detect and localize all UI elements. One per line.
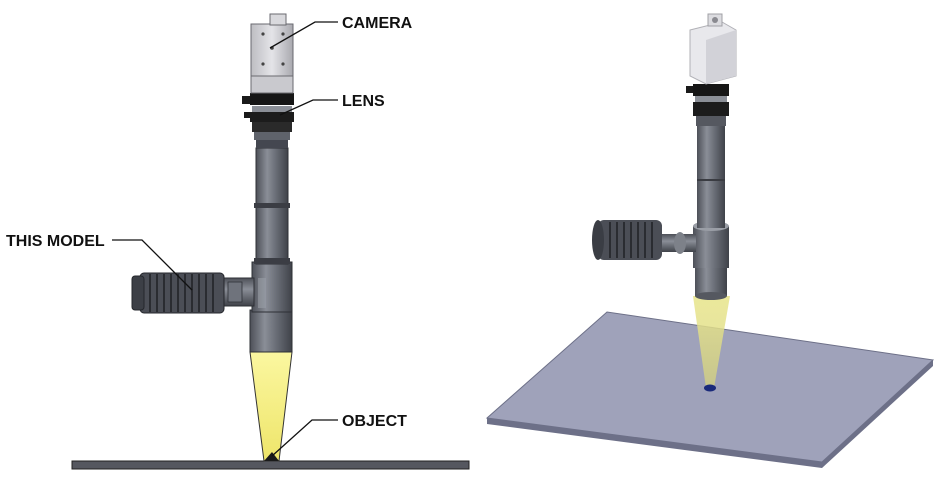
object-front <box>264 452 279 461</box>
lens-front <box>242 93 294 148</box>
camera-iso <box>689 13 737 85</box>
main-tube-iso <box>697 126 725 228</box>
object-iso <box>704 384 716 392</box>
leader-line-lens <box>279 99 338 116</box>
label-object: OBJECT <box>342 413 407 430</box>
label-this-model: THIS MODEL <box>6 233 105 250</box>
leader-line-object <box>271 419 338 457</box>
cooling-fins-iso-icon <box>609 222 653 258</box>
camera-front <box>250 13 294 94</box>
illuminator-iso <box>592 220 662 260</box>
leader-line-camera <box>269 21 338 49</box>
front-view <box>71 13 470 470</box>
cooling-fins-icon <box>149 274 214 312</box>
label-camera: CAMERA <box>342 15 413 32</box>
light-beam-iso <box>693 296 730 388</box>
illuminator-front <box>131 272 225 314</box>
label-lens: LENS <box>342 93 385 110</box>
lower-tube-front <box>249 309 293 353</box>
leader-line-this-model <box>112 239 193 291</box>
lens-iso <box>686 84 729 126</box>
isometric-view <box>485 13 935 468</box>
leader-lines <box>112 21 338 457</box>
t-block-iso <box>693 226 729 268</box>
base-plate-front <box>71 460 470 470</box>
light-beam-front <box>249 351 293 462</box>
